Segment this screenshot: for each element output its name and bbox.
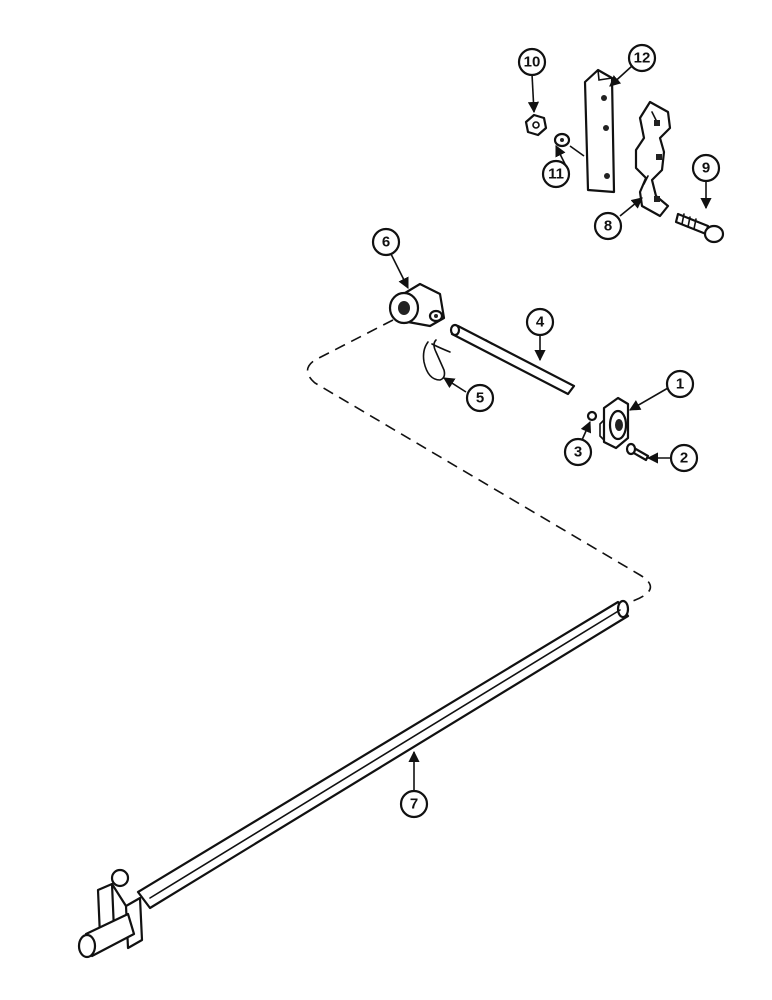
callout-8: 8 <box>593 211 623 241</box>
clamp-part-8 <box>634 100 672 218</box>
callout-label: 10 <box>524 54 541 71</box>
assembly-dashed-line <box>306 319 652 603</box>
callout-label: 2 <box>680 450 688 467</box>
leader-10 <box>527 73 540 114</box>
callout-label: 12 <box>634 50 651 67</box>
leader-5 <box>443 377 467 393</box>
callout-6: 6 <box>371 227 401 257</box>
callout-7: 7 <box>399 789 429 819</box>
ball-part-3 <box>586 410 598 422</box>
callout-label: 3 <box>574 444 582 461</box>
callout-5: 5 <box>465 383 495 413</box>
leader-3 <box>580 420 592 441</box>
callout-label: 8 <box>604 218 612 235</box>
callout-3: 3 <box>563 437 593 467</box>
bracket-plate-part-12 <box>583 68 616 194</box>
callout-label: 11 <box>548 166 564 183</box>
callout-9: 9 <box>691 153 721 183</box>
callout-label: 7 <box>410 796 418 813</box>
leader-12 <box>609 65 633 87</box>
carriage-bolt-part-9 <box>674 212 725 244</box>
hairpin-clip-part-5 <box>422 339 451 381</box>
washer-part-11 <box>553 132 585 157</box>
leader-8 <box>619 197 643 217</box>
shaft-part-7 <box>77 599 630 959</box>
callout-4: 4 <box>525 307 555 337</box>
leader-1 <box>629 387 669 411</box>
coupling-part-6 <box>388 282 446 328</box>
callout-label: 6 <box>382 234 390 251</box>
callout-2: 2 <box>669 443 699 473</box>
callout-10: 10 <box>517 47 547 77</box>
callout-1: 1 <box>665 369 695 399</box>
callout-label: 9 <box>702 160 710 177</box>
rod-part-4 <box>449 323 576 396</box>
nut-part-10 <box>524 113 548 137</box>
plate-part-1 <box>599 396 630 450</box>
callout-11: 11 <box>541 159 571 189</box>
callout-label: 4 <box>536 314 545 331</box>
screw-part-2 <box>625 442 650 462</box>
callout-label: 5 <box>476 390 484 407</box>
leader-6 <box>389 251 409 290</box>
callout-12: 12 <box>627 43 657 73</box>
callout-label: 1 <box>676 376 684 393</box>
